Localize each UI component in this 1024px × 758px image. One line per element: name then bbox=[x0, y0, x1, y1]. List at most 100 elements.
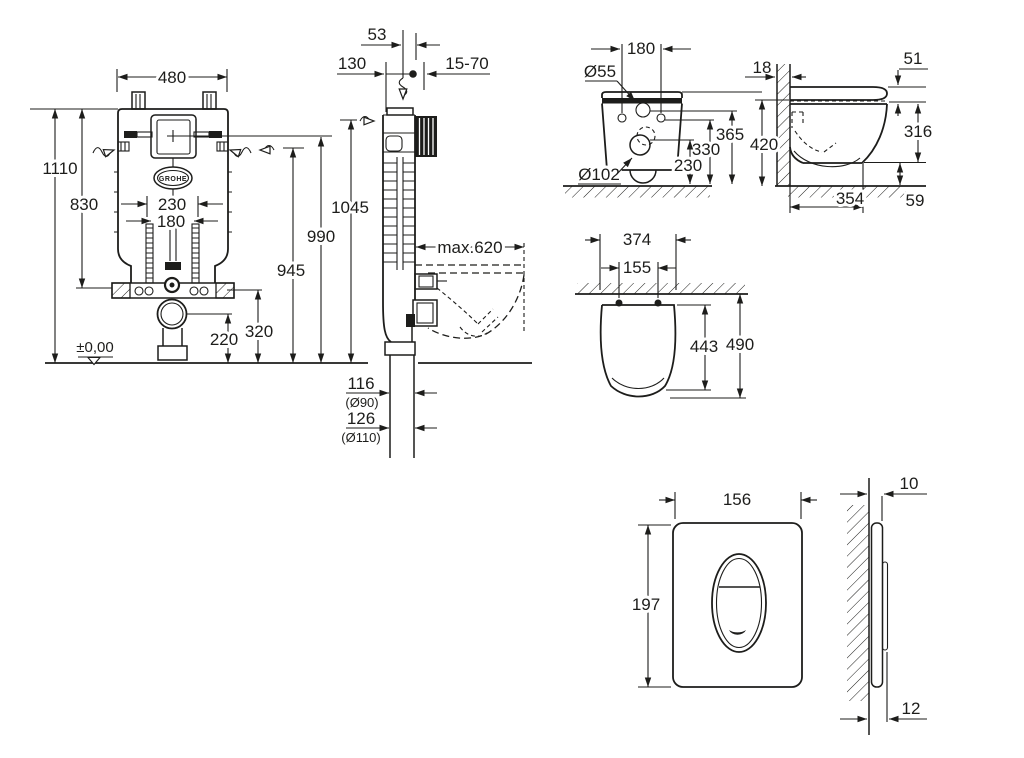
dim-drain1-dia: (Ø90) bbox=[345, 395, 378, 410]
seat-edge-band bbox=[602, 98, 682, 104]
brand-text: GROHE bbox=[159, 176, 187, 183]
dim-outlet-height: 320 bbox=[245, 322, 273, 341]
dim-upper-height: 830 bbox=[70, 195, 98, 214]
grohe-logo: GROHE bbox=[153, 158, 193, 213]
pan-dashed-outline bbox=[415, 243, 525, 339]
supply-hole bbox=[635, 102, 651, 118]
dim-h2: 990 bbox=[307, 227, 335, 246]
button-outer bbox=[711, 553, 767, 653]
dim-seat-thickness: 51 bbox=[904, 49, 923, 68]
insulation-block bbox=[415, 116, 437, 157]
flush-plate-front-view: 156 197 bbox=[629, 487, 817, 688]
flush-pipe-ribs bbox=[383, 157, 415, 270]
drain-elbow bbox=[382, 301, 416, 458]
dim-depth: 354 bbox=[836, 189, 864, 208]
dim-height: 197 bbox=[632, 595, 660, 614]
wavy-arrow-right-icon bbox=[228, 147, 252, 158]
dim-outlet-dia: Ø102 bbox=[578, 165, 620, 184]
clip-right bbox=[216, 141, 229, 152]
clip-left bbox=[117, 141, 130, 152]
pan-rear-dimensions: 180 Ø55 Ø102 365 330 230 bbox=[575, 36, 762, 187]
dim-top-offset: 53 bbox=[368, 25, 387, 44]
plate-front-dimensions: 156 197 bbox=[629, 487, 817, 688]
flush-plate-side-view: 10 12 bbox=[840, 471, 927, 735]
cistern-front-view: GROHE bbox=[30, 65, 368, 366]
dim-depth: 490 bbox=[726, 335, 754, 354]
pan-rear-view: 180 Ø55 Ø102 365 330 230 bbox=[563, 36, 762, 198]
pan-side-dimensions: 18 51 316 59 354 420 bbox=[745, 46, 935, 213]
wall-anchor-right bbox=[209, 131, 222, 138]
wavy-arrow-945-icon bbox=[258, 144, 275, 155]
dim-rim-height: 316 bbox=[904, 122, 932, 141]
dim-width: 480 bbox=[158, 68, 186, 87]
button-profile bbox=[881, 561, 889, 651]
floor-hatch bbox=[565, 186, 710, 198]
dim-wall-thickness: 18 bbox=[753, 58, 772, 77]
plate-outline bbox=[672, 522, 803, 688]
dim-outlet-center: 220 bbox=[210, 330, 238, 349]
reference-dot bbox=[409, 70, 417, 78]
button-mark bbox=[729, 630, 746, 635]
frame-body-outline bbox=[117, 108, 229, 283]
trapway-dashed bbox=[791, 111, 837, 153]
pan-body bbox=[601, 103, 683, 171]
dim-h3: 945 bbox=[277, 261, 305, 280]
bowl-profile bbox=[789, 103, 888, 164]
dim-depth: 130 bbox=[338, 54, 366, 73]
dim-inner-spacing: 180 bbox=[157, 212, 185, 231]
dim-seat-height: 420 bbox=[750, 135, 778, 154]
wall-lines bbox=[776, 64, 791, 186]
wall-hatch bbox=[847, 505, 869, 701]
dim-width: 156 bbox=[723, 490, 751, 509]
dim-drain1: 116 bbox=[347, 374, 374, 393]
hanger-tab-right bbox=[202, 91, 217, 110]
dim-outer-spacing: 230 bbox=[158, 195, 186, 214]
pan-side-view: 18 51 316 59 354 420 bbox=[745, 46, 935, 213]
outlet-hole bbox=[629, 134, 651, 156]
floor-level-label: ±0,00 bbox=[76, 339, 113, 356]
dim-max-depth: max.620 bbox=[437, 238, 502, 257]
outlet-hole-dashed bbox=[636, 126, 656, 146]
plate-profile bbox=[870, 522, 884, 688]
pan-top bbox=[601, 91, 683, 98]
fill-valve-box bbox=[385, 135, 403, 152]
wall-hatch bbox=[577, 283, 745, 294]
dim-clearance: 59 bbox=[906, 191, 925, 210]
dim-h1: 365 bbox=[716, 125, 744, 144]
wavy-arrow-side-icon bbox=[359, 115, 376, 126]
dim-h1: 1045 bbox=[331, 198, 369, 217]
unit-top-cap bbox=[386, 107, 414, 116]
pan-outline bbox=[599, 304, 677, 398]
pan-support-brackets bbox=[406, 273, 447, 327]
dim-bolt-spacing: 155 bbox=[623, 258, 651, 277]
dim-h3: 230 bbox=[674, 156, 702, 175]
hanger-tab-left bbox=[131, 91, 146, 110]
wall-hatch bbox=[777, 64, 790, 186]
water-supply-arrow-icon bbox=[398, 77, 408, 101]
bolt-right bbox=[654, 299, 662, 307]
dim-width: 374 bbox=[623, 230, 651, 249]
dim-holes-spacing: 180 bbox=[627, 39, 655, 58]
button-inner bbox=[715, 557, 763, 649]
plate-side-dimensions: 10 12 bbox=[840, 471, 927, 723]
dim-hole-dia: Ø55 bbox=[584, 62, 616, 81]
dim-drain2-dia: (Ø110) bbox=[341, 430, 381, 445]
wall-anchor-left bbox=[124, 131, 137, 138]
dim-inner-depth: 443 bbox=[690, 337, 718, 356]
pan-foot-arc bbox=[629, 169, 657, 184]
dim-wall-range: 15-70 bbox=[445, 54, 488, 73]
floor-hatch bbox=[788, 186, 906, 198]
dim-button-depth: 12 bbox=[902, 699, 921, 718]
dim-drain2: 126 bbox=[347, 409, 375, 428]
dim-plate-depth: 10 bbox=[900, 474, 919, 493]
cistern-front-dimensions: 480 1110 830 230 180 320 220 ±0,00 bbox=[30, 65, 332, 366]
cistern-side-view: 53 130 15-70 1045 990 945 max.620 116 (Ø… bbox=[258, 22, 532, 458]
bolt-left bbox=[615, 299, 623, 307]
pan-top-dimensions: 374 155 443 490 bbox=[585, 227, 757, 399]
dim-h2: 330 bbox=[692, 140, 720, 159]
cistern-side-dimensions: 53 130 15-70 1045 990 945 max.620 116 (Ø… bbox=[258, 22, 524, 448]
outlet-elbow bbox=[156, 298, 188, 361]
seat-profile bbox=[790, 86, 888, 101]
wavy-arrow-left-icon bbox=[92, 147, 116, 158]
pan-top-view: 374 155 443 490 bbox=[575, 227, 757, 399]
